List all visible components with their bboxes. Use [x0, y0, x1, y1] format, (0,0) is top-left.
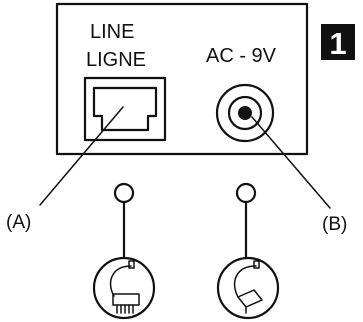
- callout-b-leader: [251, 116, 331, 209]
- ac-9v-label: AC - 9V: [206, 45, 277, 67]
- line-jack-icon: [83, 76, 167, 142]
- callout-a-label: (A): [6, 212, 31, 233]
- ac-adapter-plug-icon: [216, 182, 280, 320]
- ac-power-jack-icon: [215, 83, 275, 143]
- line-label: LINE: [90, 21, 134, 43]
- rear-panel: [55, 2, 309, 156]
- step-badge: [321, 24, 355, 60]
- callout-a-leader: [39, 106, 124, 206]
- callout-b-label: (B): [322, 214, 347, 235]
- phone-line-plug-icon: [92, 182, 156, 320]
- step-badge-number: 1: [329, 26, 346, 61]
- ligne-label: LIGNE: [86, 49, 146, 71]
